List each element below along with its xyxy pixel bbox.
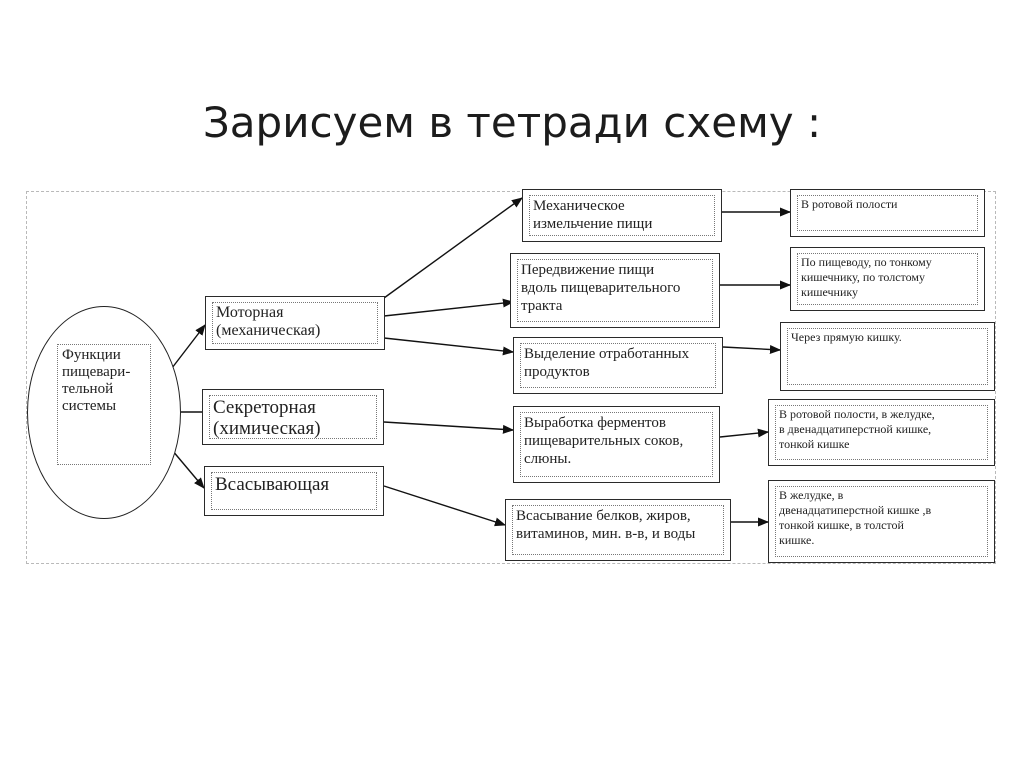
process-excretion-line: Выделение отработанных <box>524 346 690 362</box>
location-absorption-sites-line: кишке. <box>779 533 815 547</box>
process-absorbing-line: витаминов, мин. в-в, и воды <box>516 526 696 542</box>
root-label: Функции пищевари- тельной системы <box>57 344 151 465</box>
root-oval <box>27 306 181 519</box>
slide-title: Зарисуем в тетради схему : <box>202 98 822 147</box>
arrow-root-to-absorption <box>171 449 205 489</box>
location-rectum-box: Через прямую кишку. <box>780 322 995 391</box>
arrow-secretory-to-enzymes <box>383 421 515 434</box>
location-secretion-sites-line: тонкой кишке <box>779 437 850 451</box>
location-mouth-box: В ротовой полости <box>790 189 985 237</box>
arrow-excretion-to-rectum <box>722 344 782 354</box>
process-enzymes-line: слюны. <box>524 451 572 467</box>
function-absorption-line: Всасывающая <box>215 474 330 495</box>
function-motor-box: Моторная (механическая) <box>205 296 385 350</box>
root-label-line: пищевари- <box>62 364 131 380</box>
diagram-frame <box>26 191 996 564</box>
location-secretion-sites-line: в двенадцатиперстной кишке, <box>779 422 932 436</box>
function-absorption-box: Всасывающая <box>204 466 384 516</box>
process-grinding-line: Механическое <box>533 198 625 214</box>
location-secretion-sites-box: В ротовой полости, в желудке, в двенадца… <box>768 399 995 466</box>
arrow-absorption-to-absorbing <box>383 485 507 527</box>
process-movement-box: Передвижение пищи вдоль пищеварительного… <box>510 253 720 328</box>
process-enzymes-line: Выработка ферментов <box>524 415 666 431</box>
process-excretion-box: Выделение отработанных продуктов <box>513 337 723 394</box>
location-rectum-line: Через прямую кишку. <box>791 330 902 344</box>
location-absorption-sites-line: двенадцатиперстной кишке ,в <box>779 503 932 517</box>
location-absorption-sites-line: тонкой кишке, в толстой <box>779 518 904 532</box>
location-secretion-sites-line: В ротовой полости, в желудке, <box>779 407 935 421</box>
function-secretory-line: Секреторная <box>213 397 316 418</box>
function-secretory-line: (химическая) <box>213 418 321 439</box>
location-tract-box: По пищеводу, по тонкому кишечнику, по то… <box>790 247 985 311</box>
location-tract-line: кишечнику, по толстому <box>801 270 925 284</box>
process-grinding-line: измельчение пищи <box>533 216 653 232</box>
location-tract-line: кишечнику <box>801 285 859 299</box>
arrow-motor-to-excretion <box>383 337 515 356</box>
function-motor-line: (механическая) <box>216 322 321 339</box>
process-grinding-box: Механическое измельчение пищи <box>522 189 722 242</box>
process-movement-line: тракта <box>521 298 563 314</box>
process-enzymes-line: пищеварительных соков, <box>524 433 684 449</box>
location-absorption-sites-line: В желудке, в <box>779 488 844 502</box>
arrow-enzymes-to-secretion-sites <box>719 428 770 438</box>
function-motor-line: Моторная <box>216 304 284 321</box>
location-mouth-line: В ротовой полости <box>801 197 898 211</box>
arrow-motor-to-grinding <box>383 197 523 299</box>
process-absorbing-line: Всасывание белков, жиров, <box>516 508 691 524</box>
arrow-root-to-motor <box>171 324 206 369</box>
root-label-line: системы <box>62 398 117 414</box>
process-movement-line: Передвижение пищи <box>521 262 655 278</box>
root-label-line: Функции <box>62 347 121 363</box>
arrow-motor-to-movement <box>383 298 515 317</box>
location-tract-line: По пищеводу, по тонкому <box>801 255 932 269</box>
process-movement-line: вдоль пищеварительного <box>521 280 681 296</box>
root-label-line: тельной <box>62 381 114 397</box>
function-secretory-box: Секреторная (химическая) <box>202 389 384 445</box>
location-absorption-sites-box: В желудке, в двенадцатиперстной кишке ,в… <box>768 480 995 563</box>
process-excretion-line: продуктов <box>524 364 590 380</box>
process-enzymes-box: Выработка ферментов пищеварительных соко… <box>513 406 720 483</box>
process-absorbing-box: Всасывание белков, жиров, витаминов, мин… <box>505 499 731 561</box>
